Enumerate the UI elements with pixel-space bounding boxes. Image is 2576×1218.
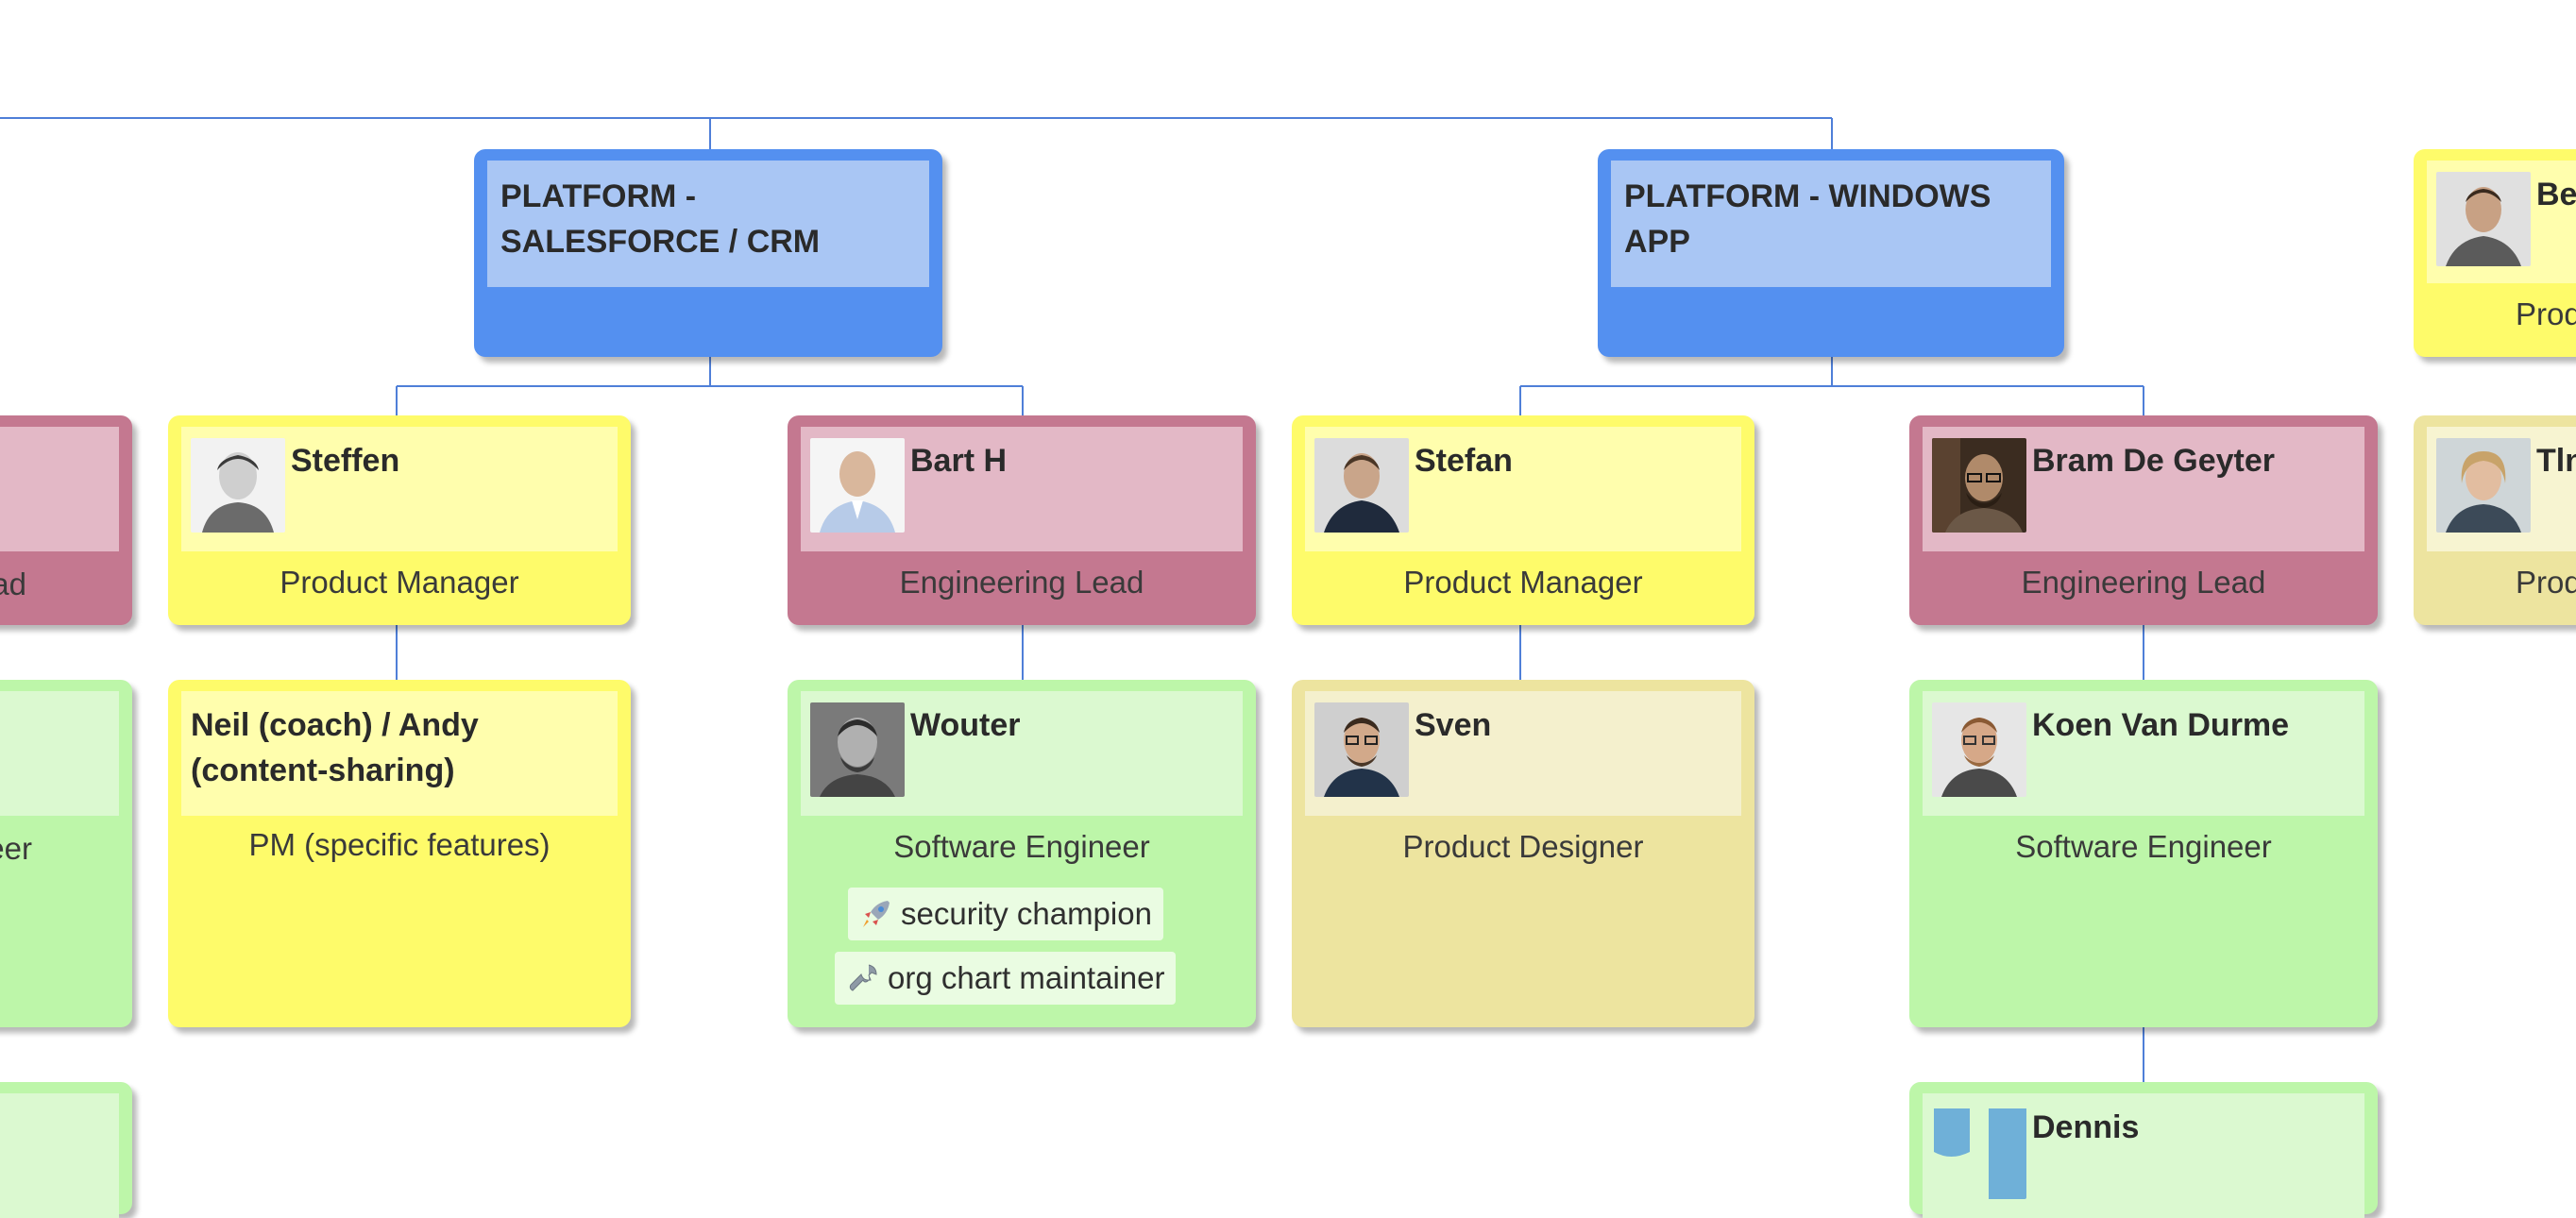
person-photo-icon bbox=[810, 438, 905, 533]
avatar bbox=[2436, 438, 2531, 533]
person-card-header: Koen Van Durme bbox=[1923, 691, 2364, 816]
person-name: Tln bbox=[2536, 443, 2576, 479]
person-card-header: Bram De Geyter bbox=[1923, 427, 2364, 551]
badge-label: org chart maintainer bbox=[888, 960, 1165, 995]
person-photo-icon bbox=[810, 702, 905, 797]
badge-org-chart-maintainer[interactable]: org chart maintainer bbox=[835, 952, 1177, 1005]
person-role: Software Engineer bbox=[2015, 829, 2272, 864]
person-name: Wouter bbox=[910, 707, 1021, 743]
person-name: Bart H bbox=[910, 443, 1008, 479]
person-card-right-top[interactable]: Be Prod bbox=[2414, 149, 2576, 357]
person-card-header: Stefan bbox=[1305, 427, 1741, 551]
person-card-header bbox=[0, 1093, 119, 1218]
team-title: PLATFORM - WINDOWS APP bbox=[1624, 178, 1991, 260]
badge-label: security champion bbox=[901, 896, 1152, 931]
team-card-windows[interactable]: PLATFORM - WINDOWS APP bbox=[1598, 149, 2064, 357]
avatar bbox=[2436, 172, 2531, 266]
person-card-header: Neil (coach) / Andy (content-sharing) bbox=[181, 691, 618, 816]
person-role: eer bbox=[0, 831, 32, 866]
person-card-stefan[interactable]: Stefan Product Manager bbox=[1292, 415, 1754, 625]
person-name: Sven bbox=[1415, 707, 1492, 743]
person-card-koen-van-durme[interactable]: Koen Van Durme Software Engineer bbox=[1909, 680, 2378, 1027]
person-card-neil-andy[interactable]: Neil (coach) / Andy (content-sharing) PM… bbox=[168, 680, 631, 1027]
person-role: Prod bbox=[2516, 296, 2576, 331]
badge-security-champion[interactable]: security champion bbox=[848, 888, 1163, 940]
team-card-salesforce[interactable]: PLATFORM - SALESFORCE / CRM bbox=[474, 149, 942, 357]
person-card-header: Wouter bbox=[801, 691, 1243, 816]
person-photo-icon bbox=[1932, 1105, 2026, 1199]
avatar bbox=[810, 438, 905, 533]
person-role: Product Manager bbox=[1403, 565, 1643, 600]
rocket-icon bbox=[863, 901, 890, 927]
avatar bbox=[1932, 1105, 2026, 1199]
wrench-icon bbox=[849, 964, 877, 991]
person-card-header: Bart H bbox=[801, 427, 1243, 551]
person-card-wouter[interactable]: Wouter Software Engineer security champi… bbox=[788, 680, 1256, 1027]
person-role: ad bbox=[0, 567, 26, 601]
person-card-dennis[interactable]: Dennis bbox=[1909, 1082, 2378, 1218]
person-card-bram-de-geyter[interactable]: Bram De Geyter Engineering Lead bbox=[1909, 415, 2378, 625]
person-card-header bbox=[0, 691, 119, 816]
person-card-header: Dennis bbox=[1923, 1093, 2364, 1218]
person-role: PM (specific features) bbox=[248, 827, 551, 862]
connector-lines bbox=[0, 117, 2144, 1082]
person-photo-icon bbox=[1314, 702, 1409, 797]
person-card-header: Be bbox=[2427, 161, 2576, 283]
avatar bbox=[810, 702, 905, 797]
person-card-header: Tln bbox=[2427, 427, 2576, 551]
person-name: Bram De Geyter bbox=[2032, 443, 2276, 479]
person-role: Software Engineer bbox=[893, 829, 1150, 864]
person-role: Product Manager bbox=[280, 565, 519, 600]
person-card-sven[interactable]: Sven Product Designer bbox=[1292, 680, 1754, 1027]
avatar bbox=[1932, 702, 2026, 797]
person-name: Stefan bbox=[1415, 443, 1513, 479]
person-card-right-mid[interactable]: Tln Prod bbox=[2414, 415, 2576, 625]
person-card-bart-h[interactable]: Bart H Engineering Lead bbox=[788, 415, 1256, 625]
team-card-header: PLATFORM - WINDOWS APP bbox=[1611, 161, 2051, 287]
avatar bbox=[1314, 702, 1409, 797]
person-role: Product Designer bbox=[1402, 829, 1644, 864]
person-name: Be bbox=[2536, 177, 2576, 212]
person-card-header bbox=[0, 427, 119, 551]
person-photo-icon bbox=[191, 438, 285, 533]
avatar bbox=[1314, 438, 1409, 533]
person-name: Neil (coach) / Andy (content-sharing) bbox=[191, 707, 479, 788]
person-card-steffen[interactable]: Steffen Product Manager bbox=[168, 415, 631, 625]
person-name: Dennis bbox=[2032, 1109, 2140, 1145]
person-name: Koen Van Durme bbox=[2032, 707, 2290, 743]
team-title: PLATFORM - SALESFORCE / CRM bbox=[500, 178, 821, 260]
person-card-left-software-engineer[interactable]: eer bbox=[0, 680, 132, 1027]
avatar bbox=[191, 438, 285, 533]
person-role: Engineering Lead bbox=[2021, 565, 2266, 600]
person-photo-icon bbox=[1314, 438, 1409, 533]
person-role: Prod bbox=[2516, 565, 2576, 600]
person-photo-icon bbox=[1932, 438, 2026, 533]
person-role: Engineering Lead bbox=[899, 565, 1144, 600]
person-card-header: Steffen bbox=[181, 427, 618, 551]
person-photo-icon bbox=[1932, 702, 2026, 797]
person-photo-icon bbox=[2436, 172, 2531, 266]
team-card-header: PLATFORM - SALESFORCE / CRM bbox=[487, 161, 929, 287]
person-card-left-bottom[interactable] bbox=[0, 1082, 132, 1218]
person-card-left-engineering-lead[interactable]: ad bbox=[0, 415, 132, 625]
person-photo-icon bbox=[2436, 438, 2531, 533]
person-card-header: Sven bbox=[1305, 691, 1741, 816]
person-name: Steffen bbox=[291, 443, 400, 479]
avatar bbox=[1932, 438, 2026, 533]
